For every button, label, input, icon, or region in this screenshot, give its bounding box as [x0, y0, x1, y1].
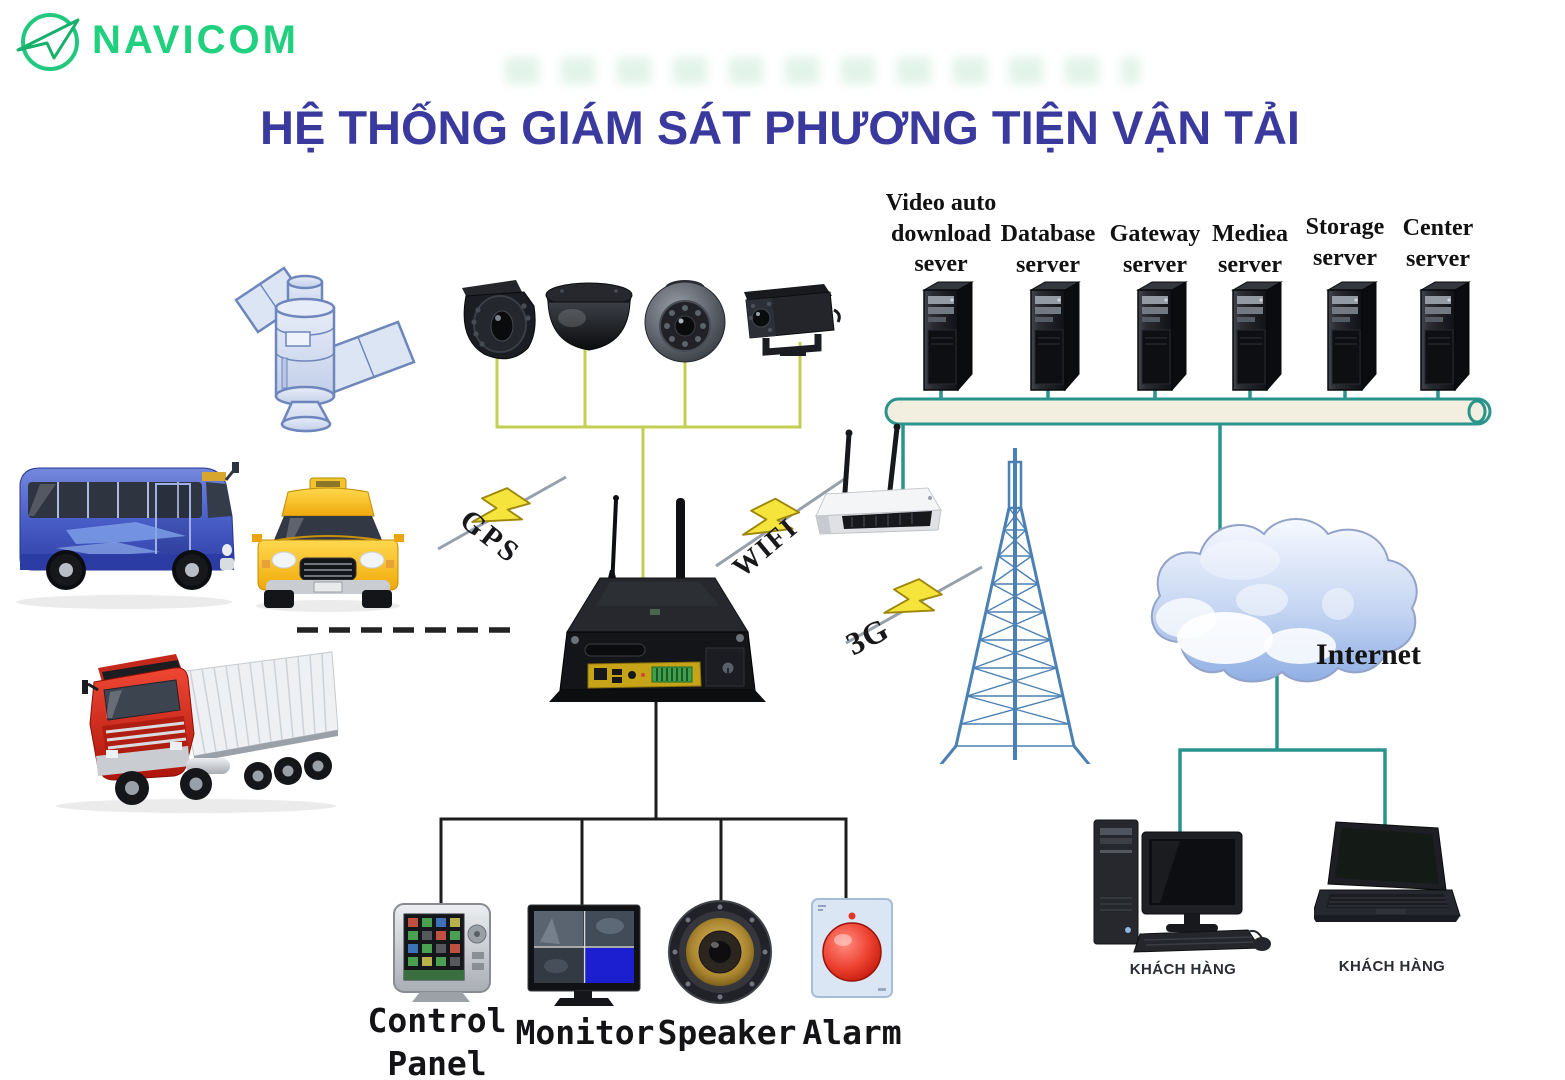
- satellite-icon: [234, 266, 416, 433]
- server-tower-icon: [1232, 281, 1282, 391]
- internet-cloud-icon: [1150, 518, 1418, 683]
- server-tower-icon: [923, 281, 973, 391]
- navicom-logo-icon: [16, 13, 80, 71]
- box-camera-icon: [744, 284, 841, 356]
- server-tower-icon: [1030, 281, 1080, 391]
- server-tower-icon: [1137, 281, 1187, 391]
- server-tower-icon: [1327, 281, 1377, 391]
- mdvr-device: [549, 495, 766, 702]
- server-label-media: Mediea server: [1212, 221, 1288, 278]
- desktop-client-label: KHÁCH HÀNG: [1129, 961, 1237, 978]
- page-title: HỆ THỐNG GIÁM SÁT PHƯƠNG TIỆN VẬN TẢI: [260, 101, 1300, 154]
- antenna-tower-icon: [939, 448, 1091, 764]
- gps-link: [437, 475, 567, 551]
- alarm-label: Alarm: [802, 1013, 902, 1052]
- bus-image: [16, 462, 239, 609]
- brand-name: NAVICOM: [92, 17, 299, 62]
- server-tower-icon: [1420, 281, 1470, 391]
- wifi-link: [715, 476, 847, 568]
- control-panel-label: Control Panel: [367, 1001, 507, 1080]
- side-dome-camera-icon: [462, 280, 536, 360]
- server-rack-row: [923, 281, 1470, 391]
- speaker-icon: [668, 900, 772, 1004]
- watermark-strip: [505, 57, 1140, 84]
- cellular-link: [845, 565, 983, 645]
- server-label-storage: Storage server: [1305, 214, 1385, 271]
- brand-logo: NAVICOM: [14, 6, 299, 74]
- ball-camera-icon: [644, 280, 726, 363]
- alarm-button-icon: [811, 898, 893, 998]
- wifi-router-device: [815, 423, 942, 535]
- server-label-video-download: Video auto download sever: [885, 190, 997, 278]
- taxi-image: [252, 477, 404, 612]
- lightning-bolt-icon: [879, 569, 945, 637]
- speaker-label: Speaker: [657, 1013, 797, 1052]
- desktop-client-icon: [1093, 819, 1271, 953]
- truck-image: [56, 651, 339, 813]
- laptop-client-label: KHÁCH HÀNG: [1338, 958, 1446, 975]
- backbone-pipe: [884, 397, 1492, 426]
- dome-camera-icon: [545, 282, 633, 351]
- server-label-center: Center server: [1402, 215, 1474, 272]
- laptop-client-icon: [1314, 821, 1461, 922]
- control-panel-icon: [393, 903, 491, 1002]
- server-label-database: Database server: [1000, 221, 1096, 278]
- server-label-gateway: Gateway server: [1109, 221, 1201, 278]
- monitor-icon: [527, 904, 641, 1006]
- monitor-label: Monitor: [515, 1013, 655, 1052]
- av-cables: [439, 688, 848, 908]
- camera-link-lines: [495, 340, 802, 585]
- internet-label: Internet: [1316, 638, 1421, 671]
